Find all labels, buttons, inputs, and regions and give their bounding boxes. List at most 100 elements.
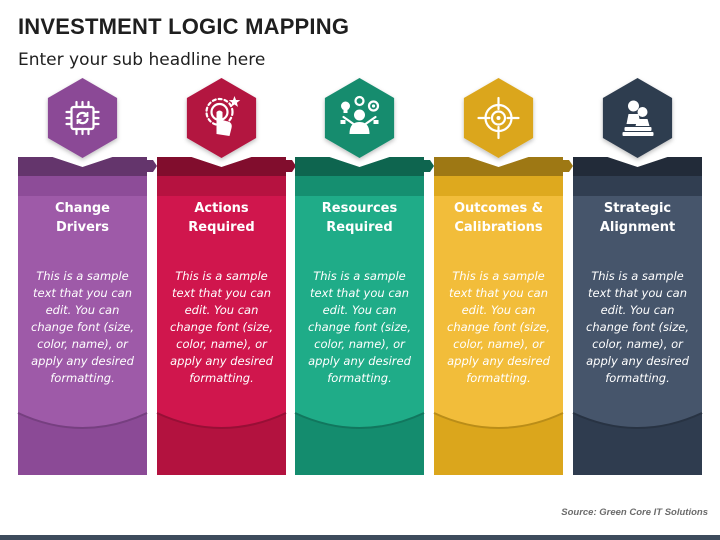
description-line: change font (size, — [170, 320, 273, 334]
connector-arrow — [286, 160, 296, 172]
bottom-bar — [0, 535, 720, 540]
connector-arrow — [147, 160, 157, 172]
description-line: formatting. — [605, 371, 670, 385]
column-bottom-curve — [17, 412, 148, 429]
description-line: color, name), or — [453, 337, 544, 351]
chess-pawn-icon — [622, 100, 654, 136]
column-bottom-tab — [18, 413, 147, 475]
column-header-band — [434, 157, 563, 176]
column-header-band — [295, 157, 424, 176]
target-icon — [477, 96, 520, 140]
column-body-top — [18, 176, 147, 196]
description-line: change font (size, — [447, 320, 550, 334]
source-note: Source: Green Core IT Solutions — [561, 507, 708, 518]
column-1 — [17, 78, 157, 475]
description-line: formatting. — [189, 371, 254, 385]
column-title-line: Required — [188, 220, 255, 235]
column-description: This is a sample text that you can edit. Y… — [580, 268, 696, 387]
column-description: This is a sample text that you can edit. Y… — [441, 268, 557, 387]
column-body — [18, 176, 147, 475]
column-body — [434, 176, 563, 475]
column-header-band — [573, 157, 702, 176]
description-line: edit. You can — [461, 303, 536, 317]
column-body-top — [157, 176, 286, 196]
description-line: formatting. — [466, 371, 531, 385]
column-title-line: Resources — [321, 201, 398, 216]
description-line: edit. You can — [600, 303, 675, 317]
description-line: change font (size, — [308, 320, 411, 334]
description-line: text that you can — [171, 286, 271, 300]
chip-refresh-icon — [65, 100, 100, 136]
column-title-line: Change — [55, 201, 110, 216]
description-line: This is a sample — [36, 269, 129, 283]
column-title: Outcomes & Calibrations — [441, 199, 557, 237]
description-line: This is a sample — [452, 269, 545, 283]
column-title-line: Outcomes & — [453, 201, 544, 216]
description-line: This is a sample — [175, 269, 268, 283]
column-title-line: Drivers — [55, 220, 110, 235]
column-bottom-curve — [294, 412, 425, 429]
column-body — [157, 176, 286, 475]
page-subtitle: Enter your sub headline here — [18, 50, 266, 70]
description-line: apply any desired — [170, 354, 273, 368]
column-bottom-tab — [434, 413, 563, 475]
column-description: This is a sample text that you can edit. Y… — [25, 268, 141, 387]
page-title: INVESTMENT LOGIC MAPPING — [18, 14, 350, 39]
column-bottom-tab — [573, 413, 702, 475]
description-line: change font (size, — [31, 320, 134, 334]
description-line: formatting. — [327, 371, 392, 385]
description-line: edit. You can — [184, 303, 259, 317]
column-title-line: Required — [326, 220, 393, 235]
description-line: text that you can — [309, 286, 409, 300]
description-line: This is a sample — [313, 269, 406, 283]
description-line: color, name), or — [176, 337, 267, 351]
connector-arrow — [424, 160, 434, 172]
column-header-band — [157, 157, 286, 176]
column-3 — [294, 78, 434, 475]
description-line: color, name), or — [314, 337, 405, 351]
column-body-top — [434, 176, 563, 196]
column-bottom-tab — [295, 413, 424, 475]
description-line: text that you can — [587, 286, 687, 300]
column-2 — [156, 78, 296, 475]
description-line: This is a sample — [591, 269, 684, 283]
column-header-band — [18, 157, 147, 176]
column-title-line: Actions — [194, 201, 249, 216]
column-body — [295, 176, 424, 475]
touch-star-icon — [205, 96, 241, 136]
column-body — [573, 176, 702, 475]
column-5 — [572, 78, 703, 475]
description-line: text that you can — [448, 286, 548, 300]
description-line: edit. You can — [322, 303, 397, 317]
column-body-top — [573, 176, 702, 196]
description-line: edit. You can — [45, 303, 120, 317]
column-bottom-tab — [157, 413, 286, 475]
column-bottom-curve — [156, 412, 287, 429]
column-description: This is a sample text that you can edit. Y… — [302, 268, 418, 387]
description-line: apply any desired — [447, 354, 550, 368]
description-line: apply any desired — [31, 354, 134, 368]
column-body-top — [295, 176, 424, 196]
connector-arrow — [563, 160, 573, 172]
column-4 — [433, 78, 573, 475]
description-line: color, name), or — [37, 337, 128, 351]
description-line: text that you can — [32, 286, 132, 300]
description-line: change font (size, — [586, 320, 689, 334]
column-title-line: Strategic — [603, 201, 672, 216]
column-bottom-curve — [433, 412, 564, 429]
column-title-line: Calibrations — [454, 220, 543, 235]
person-ideas-icon — [340, 95, 380, 134]
hexagon-badge — [47, 78, 118, 158]
column-description: This is a sample text that you can edit. Y… — [164, 268, 280, 387]
column-title-line: Alignment — [599, 220, 676, 235]
description-line: apply any desired — [586, 354, 689, 368]
description-line: formatting. — [50, 371, 115, 385]
description-line: color, name), or — [592, 337, 683, 351]
column-bottom-curve — [572, 412, 703, 429]
description-line: apply any desired — [308, 354, 411, 368]
